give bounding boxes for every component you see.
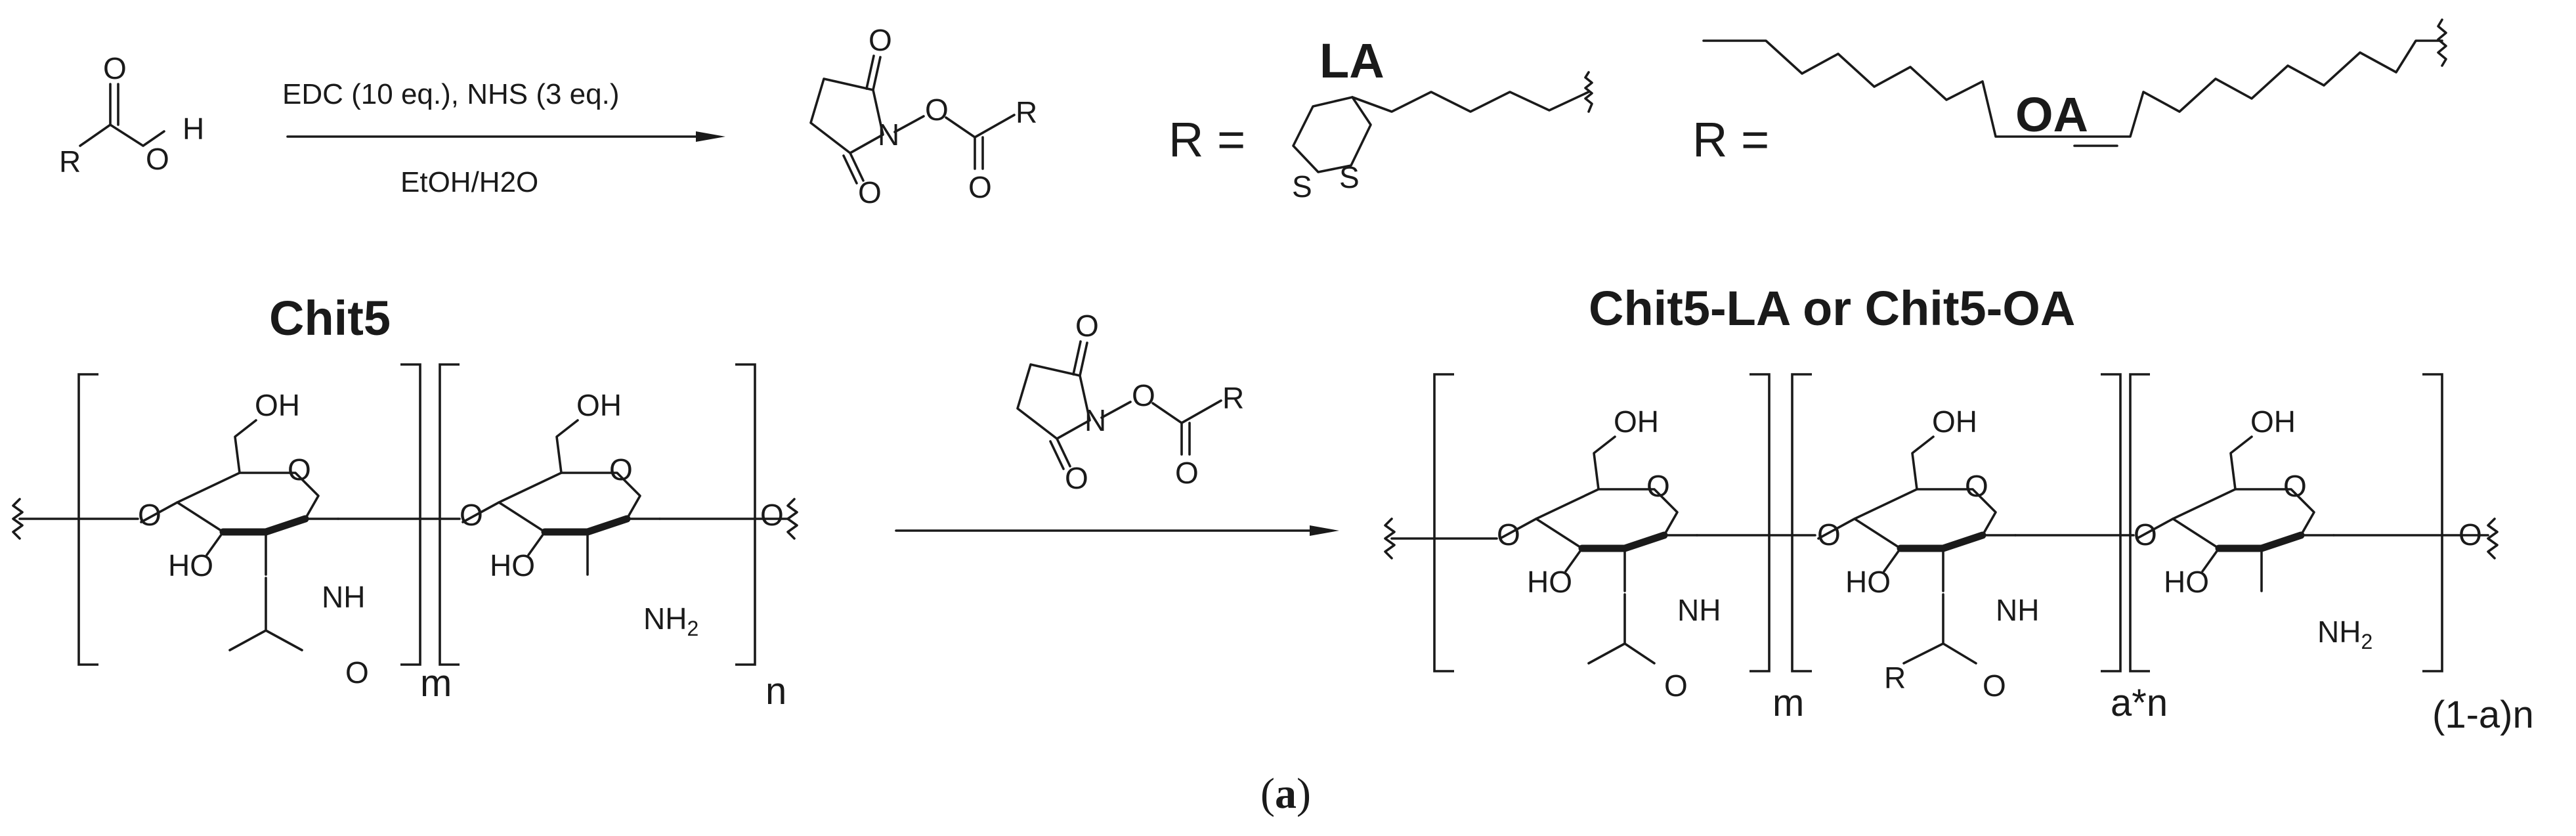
product-title: Chit5-LA or Chit5-OA — [1589, 281, 2075, 336]
caption-close: ) — [1297, 770, 1311, 818]
oa-r-equals: R = — [1692, 112, 1769, 167]
svg-text:NH: NH — [1996, 593, 2039, 627]
chit5-n: n — [765, 670, 786, 713]
oa-label: OA — [2015, 87, 2088, 142]
svg-text:NH: NH — [1677, 593, 1721, 627]
chit5-conjugate-structure: O O O O NH NH NH2 O O R m a*n (1-a)n — [1384, 373, 2534, 736]
svg-text:O: O — [103, 51, 127, 85]
chit5-m: m — [420, 662, 452, 705]
svg-text:O: O — [1983, 669, 2006, 703]
la-label: LA — [1320, 33, 1385, 88]
svg-text:O: O — [1817, 517, 1841, 552]
svg-text:S: S — [1339, 160, 1360, 194]
product-1-an: (1-a)n — [2432, 693, 2534, 736]
activation-conditions-bottom: EtOH/H2O — [400, 166, 538, 198]
la-substituent: R = LA S S — [1169, 33, 1593, 204]
svg-text:O: O — [138, 498, 161, 532]
svg-text:H: H — [182, 112, 204, 146]
oa-substituent: R = OA — [1692, 18, 2447, 167]
activation-arrow: EDC (10 eq.), NHS (3 eq.) EtOH/H2O — [282, 78, 725, 198]
chit5-structure: O O O NH NH2 O m n — [12, 363, 798, 713]
la-r-equals: R = — [1169, 112, 1245, 167]
svg-text:O: O — [2458, 517, 2482, 552]
svg-text:O: O — [2134, 517, 2157, 552]
svg-text:R: R — [59, 144, 81, 179]
svg-text:O: O — [1664, 669, 1688, 703]
svg-text:NH2: NH2 — [2317, 615, 2372, 653]
svg-text:O: O — [760, 498, 784, 532]
product-m: m — [1772, 682, 1804, 724]
carboxylic-acid: R O O H — [59, 51, 204, 179]
conjugation-arrow — [895, 307, 1339, 536]
svg-text:R: R — [1884, 661, 1906, 695]
svg-text:NH2: NH2 — [643, 602, 698, 640]
svg-text:O: O — [460, 498, 483, 532]
activation-conditions-top: EDC (10 eq.), NHS (3 eq.) — [282, 78, 620, 110]
svg-text:S: S — [1292, 169, 1312, 204]
nhs-ester-product — [809, 22, 1039, 211]
svg-text:NH: NH — [322, 580, 365, 614]
svg-text:O: O — [146, 142, 169, 176]
product-an: a*n — [2111, 682, 2168, 724]
chit5-title: Chit5 — [269, 291, 391, 345]
caption-open: ( — [1260, 770, 1275, 818]
caption-letter: a — [1275, 770, 1297, 818]
figure-caption: (a) — [1260, 770, 1311, 818]
svg-text:O: O — [1497, 517, 1520, 552]
svg-text:O: O — [345, 655, 369, 690]
